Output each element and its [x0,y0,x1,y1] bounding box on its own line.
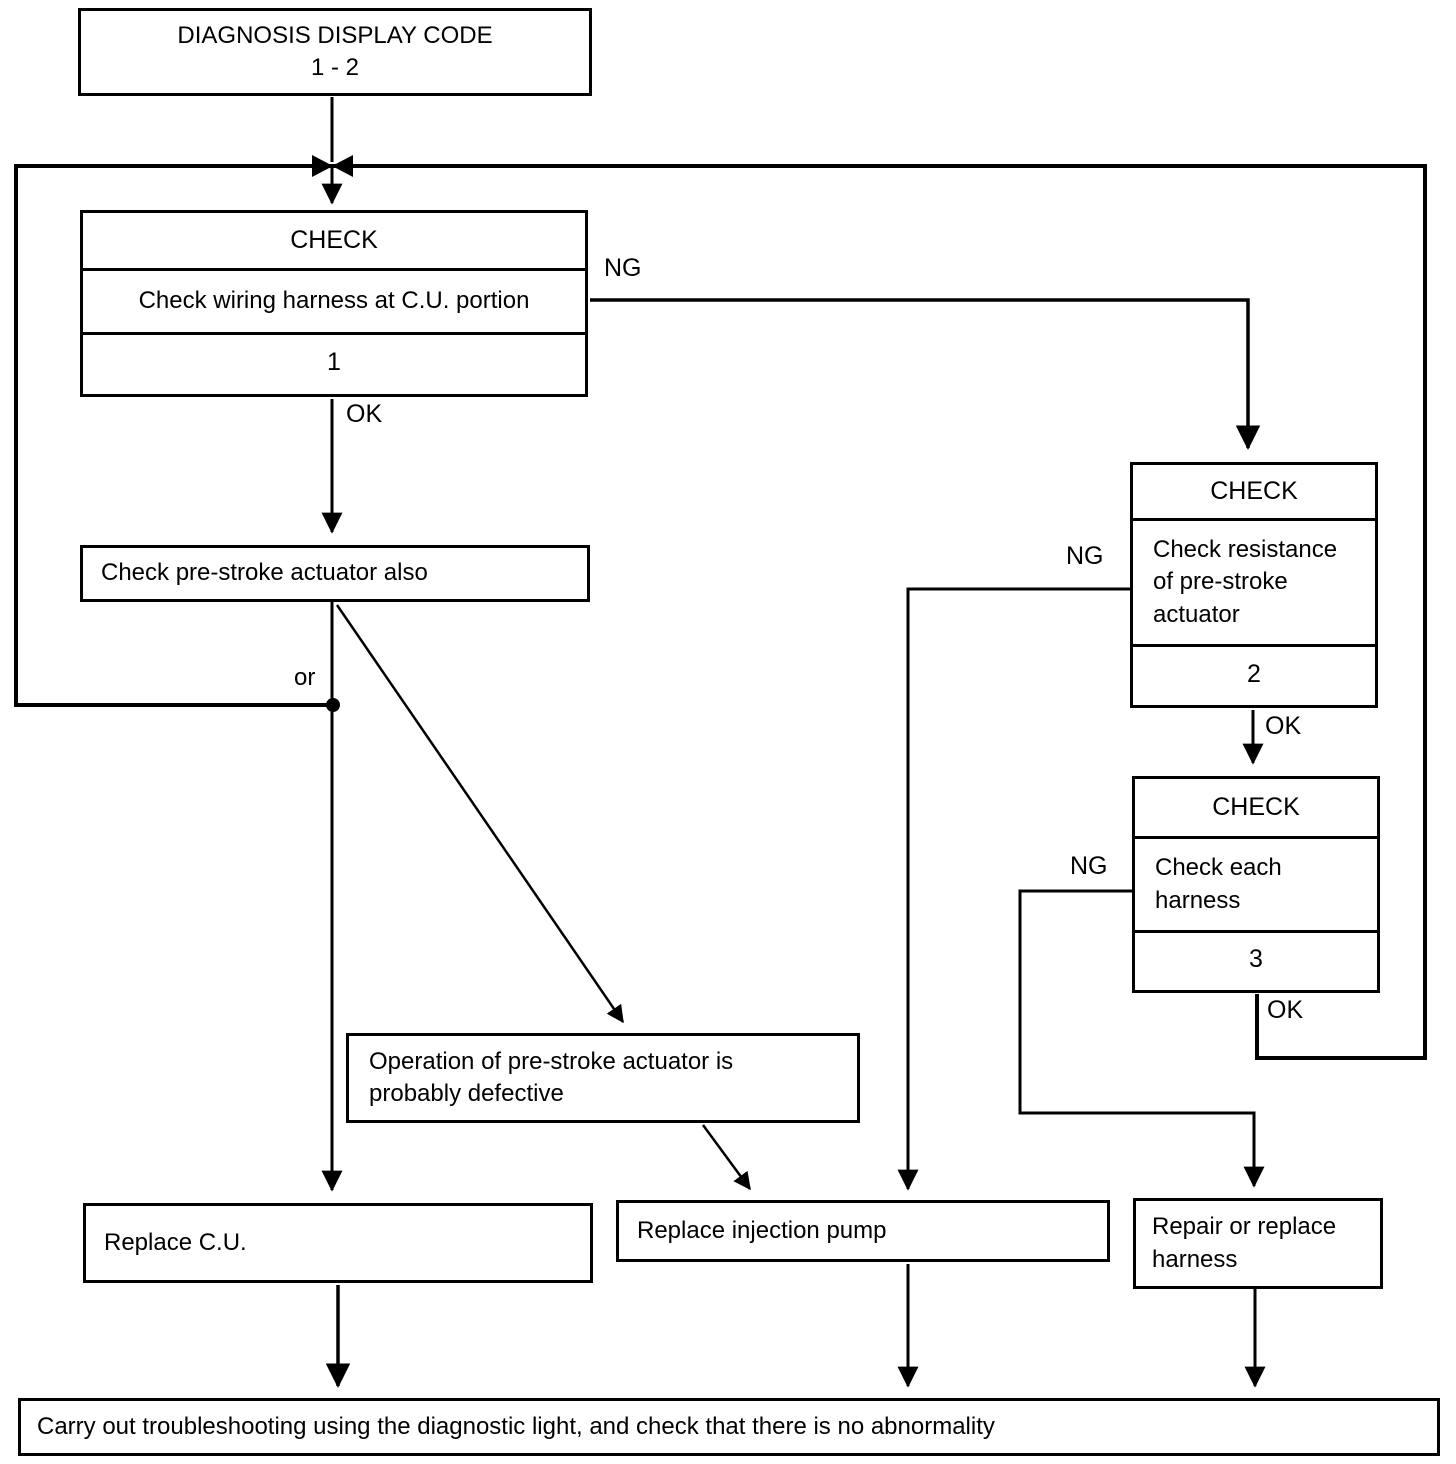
check1-header: CHECK [83,213,585,271]
junction-converge-arrows [312,155,353,712]
edge-operation-to-pump [701,1124,752,1191]
check1-ok-label: OK [346,400,383,428]
check3-body: Check each harness [1135,839,1377,933]
check3-header: CHECK [1135,779,1377,839]
check1-step: 1 [327,348,341,377]
edge-check2-ng [897,587,1130,1191]
node-operation-defective: Operation of pre-stroke actuator is prob… [346,1033,860,1123]
check3-ok-label: OK [1267,996,1304,1024]
edge-check3-ng [1018,889,1265,1188]
node-repair-harness: Repair or replace harness [1133,1198,1383,1289]
check1-ng-label: NG [604,254,642,282]
check1-body: Check wiring harness at C.U. portion [83,271,585,335]
node-final-instruction: Carry out troubleshooting using the diag… [18,1398,1440,1456]
diagnosis-code-value: 1 - 2 [310,54,360,81]
node-check1: CHECK Check wiring harness at C.U. porti… [80,210,588,397]
node-replace-pump: Replace injection pump [616,1200,1110,1262]
edge-feedback-loop [14,164,1427,1060]
node-check-prestroke: Check pre-stroke actuator also [80,545,590,602]
node-check2: CHECK Check resistance of pre-stroke act… [1130,462,1378,708]
diagnosis-code-title: DIAGNOSIS DISPLAY CODE [177,21,493,49]
node-check3: CHECK Check each harness 3 [1132,776,1380,993]
node-diagnosis-display-code: DIAGNOSIS DISPLAY CODE 1 - 2 [78,8,592,96]
check2-step: 2 [1247,659,1261,688]
edge-to-operation-defective [335,604,625,1024]
or-label: or [294,664,316,691]
check2-header: CHECK [1133,465,1375,521]
check3-step: 3 [1249,945,1263,974]
check2-ng-label: NG [1066,542,1104,570]
check3-ng-label: NG [1070,852,1108,880]
check2-body: Check resistance of pre-stroke actuator [1133,521,1375,647]
check2-ok-label: OK [1265,712,1302,740]
or-junction-dot [326,698,340,712]
edge-check1-ng [590,298,1261,450]
node-replace-cu: Replace C.U. [83,1203,593,1283]
